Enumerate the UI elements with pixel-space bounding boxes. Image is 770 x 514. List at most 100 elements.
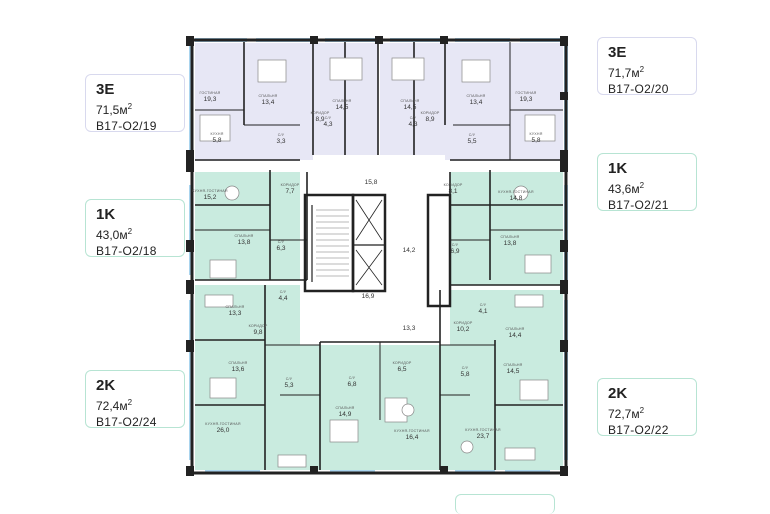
room-area: 5,8	[531, 137, 540, 144]
room-name: КОРИДОР	[249, 324, 268, 328]
room-area: 6,3	[276, 245, 285, 252]
unit-id: B17-O2/21	[608, 198, 669, 212]
room-area: 4,1	[478, 308, 487, 315]
unit-card-u20[interactable]: 3E 71,7м2 B17-O2/20	[597, 37, 697, 96]
room-name: КОРИДОР	[393, 361, 412, 365]
room-area: 14,4	[509, 332, 522, 339]
room-area: 13,3	[403, 325, 416, 332]
room-name: С/У	[462, 366, 469, 370]
unit-code: 2K	[608, 385, 628, 402]
furniture	[199, 57, 556, 468]
corridor	[300, 160, 450, 345]
room-name: КУХНЯ-ГОСТИНАЯ	[465, 428, 501, 432]
room-area: 13,3	[229, 310, 242, 317]
room-area: 6,8	[347, 381, 356, 388]
room-name: СПАЛЬНЯ	[501, 235, 520, 239]
room-name: КОРИДОР	[281, 183, 300, 187]
room-area: 14,9	[339, 411, 352, 418]
room-name: КУХНЯ-ГОСТИНАЯ	[205, 422, 241, 426]
room-name: СПАЛЬНЯ	[504, 363, 523, 367]
room-name: С/У	[280, 290, 287, 294]
room-area: 13,4	[470, 99, 483, 106]
unit-code: 1K	[96, 206, 116, 223]
room-area: 8,1	[448, 188, 457, 195]
room-name: СПАЛЬНЯ	[467, 94, 486, 98]
room-name: СПАЛЬНЯ	[336, 406, 355, 410]
room-area: 5,3	[284, 382, 293, 389]
room-name: С/У	[469, 133, 476, 137]
room-name: СПАЛЬНЯ	[226, 305, 245, 309]
room-name: С/У	[410, 116, 417, 120]
room-area: 8,9	[315, 116, 324, 123]
apartment-fills	[195, 43, 563, 470]
room-area: 14,5	[336, 104, 349, 111]
unit-area: 72,7м2	[608, 406, 645, 421]
room-area: 10,2	[457, 326, 470, 333]
room-name: КУХНЯ	[529, 132, 542, 136]
room-area: 14,5	[404, 104, 417, 111]
unit-area: 71,7м2	[608, 65, 645, 80]
room-name: ГОСТИНАЯ	[200, 91, 221, 95]
room-area: 4,3	[408, 121, 417, 128]
room-name: КОРИДОР	[421, 111, 440, 115]
room-name: С/У	[349, 376, 356, 380]
unit-area: 43,6м2	[608, 181, 645, 196]
unit-card-u19[interactable]: 3E 71,5м2 B17-O2/19	[85, 74, 185, 133]
room-name: СПАЛЬНЯ	[235, 234, 254, 238]
room-name: С/У	[278, 133, 285, 137]
unit-card-u22[interactable]: 2K 72,7м2 B17-O2/22	[597, 378, 697, 437]
unit-area: 72,4м2	[96, 398, 133, 413]
room-name: СПАЛЬНЯ	[333, 99, 352, 103]
room-area: 9,8	[253, 329, 262, 336]
room-name: ГОСТИНАЯ	[516, 91, 537, 95]
room-name: С/У	[278, 240, 285, 244]
room-area: 8,9	[425, 116, 434, 123]
room-name: КОРИДОР	[444, 183, 463, 187]
room-name: СПАЛЬНЯ	[259, 94, 278, 98]
stair-treads	[316, 209, 349, 277]
room-area: 13,8	[238, 239, 251, 246]
room-area: 14,5	[507, 368, 520, 375]
unit-card-u21[interactable]: 1K 43,6м2 B17-O2/21	[597, 153, 697, 212]
room-area: 4,4	[278, 295, 287, 302]
room-name: КУХНЯ-ГОСТИНАЯ	[192, 189, 228, 193]
room-name: СПАЛЬНЯ	[506, 327, 525, 331]
unit-code: 2K	[96, 377, 116, 394]
room-name: КОРИДОР	[454, 321, 473, 325]
unit-area: 71,5м2	[96, 102, 133, 117]
room-area: 19,3	[204, 96, 217, 103]
room-name: КУХНЯ	[210, 132, 223, 136]
room-area: 14,2	[403, 247, 416, 254]
unit-card-u18[interactable]: 1K 43,0м2 B17-O2/18	[85, 199, 185, 258]
room-area: 13,8	[504, 240, 517, 247]
room-area: 16,4	[406, 434, 419, 441]
unit-fill-u24[interactable]	[195, 285, 320, 470]
room-area: 6,9	[450, 248, 459, 255]
unit-id: B17-O2/22	[608, 423, 669, 437]
unit-code: 3E	[608, 44, 627, 61]
room-area: 4,3	[323, 121, 332, 128]
room-area: 5,8	[460, 371, 469, 378]
unit-code: 3E	[96, 81, 115, 98]
room-area: 16,9	[362, 293, 375, 300]
room-name: КУХНЯ-ГОСТИНАЯ	[498, 190, 534, 194]
room-name: С/У	[286, 377, 293, 381]
unit-card-u24[interactable]: 2K 72,4м2 B17-O2/24	[85, 370, 185, 429]
room-name: СПАЛЬНЯ	[229, 361, 248, 365]
room-name: СПАЛЬНЯ	[401, 99, 420, 103]
unit-card-partial[interactable]	[455, 494, 555, 514]
room-area: 23,7	[477, 433, 490, 440]
room-area: 13,6	[232, 366, 245, 373]
room-name: С/У	[480, 303, 487, 307]
room-name: С/У	[452, 243, 459, 247]
room-area: 19,3	[520, 96, 533, 103]
room-area: 3,3	[276, 138, 285, 145]
room-area: 5,8	[212, 137, 221, 144]
room-area: 15,8	[365, 179, 378, 186]
room-area: 13,4	[262, 99, 275, 106]
room-area: 6,5	[397, 366, 406, 373]
room-name: КОРИДОР	[311, 111, 330, 115]
walls	[186, 36, 568, 476]
